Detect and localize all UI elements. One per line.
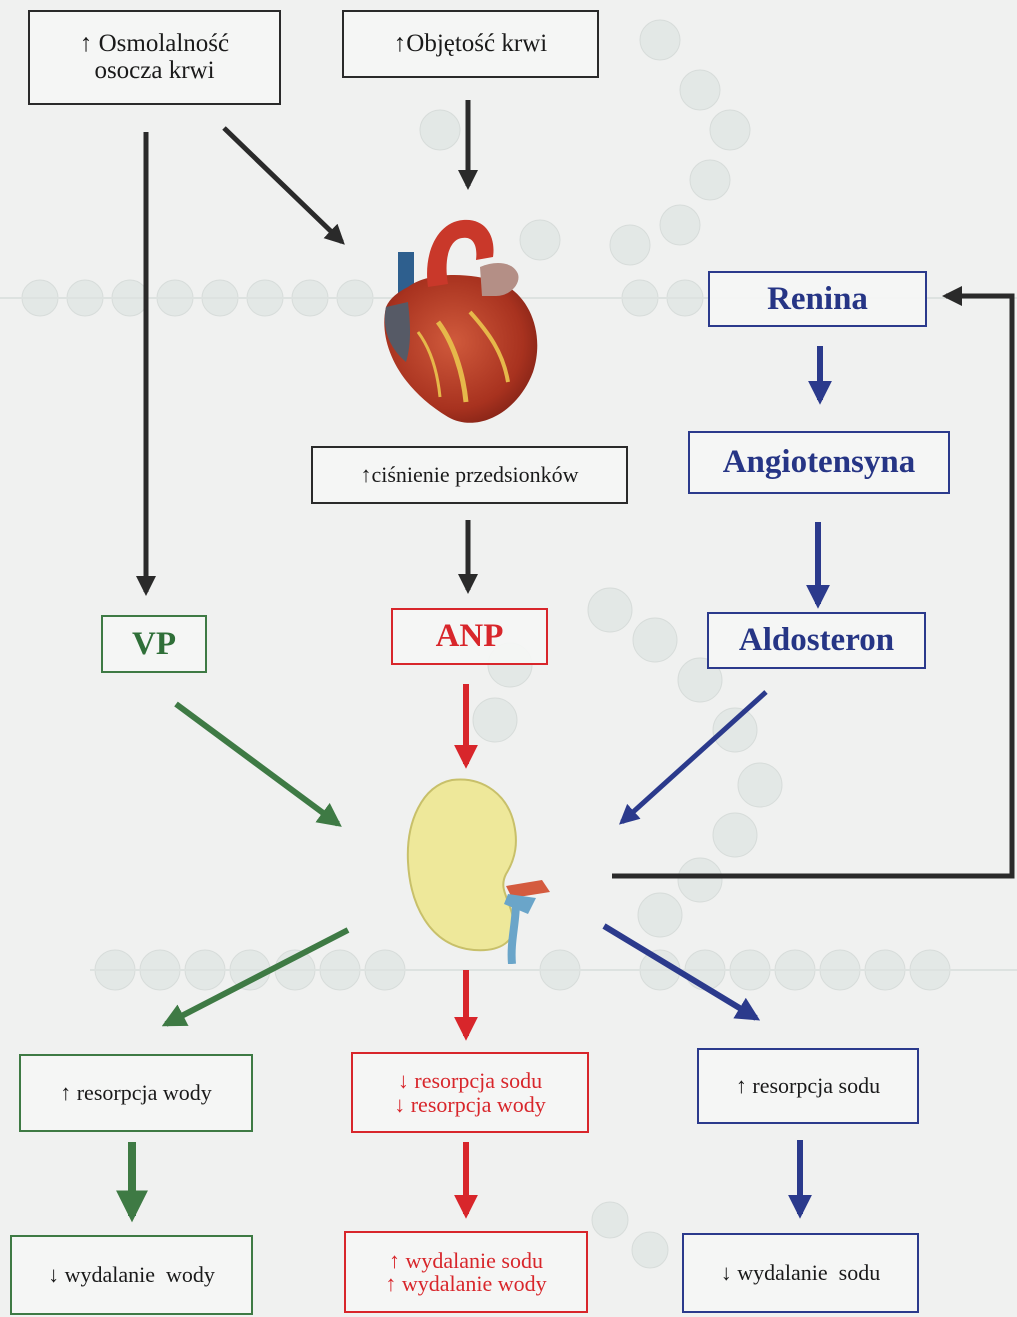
anp-excretion-line1: ↑ wydalanie sodu: [389, 1249, 543, 1272]
sodium-excretion-box: ↓ wydalanie sodu: [682, 1233, 919, 1313]
arrow-kidney-to-sodium-resorption: [604, 926, 756, 1018]
water-excretion-box: ↓ wydalanie wody: [10, 1235, 253, 1315]
water-resorption-label: ↑ resorpcja wody: [60, 1081, 212, 1104]
arrow-kidney-to-water-resorption: [166, 930, 348, 1024]
arrow-aldosterone-to-kidney: [622, 692, 766, 822]
anp-excretion-line2: ↑ wydalanie wody: [385, 1272, 546, 1295]
blood-volume-box: ↑Objętość krwi: [342, 10, 599, 78]
sodium-excretion-label: ↓ wydalanie sodu: [721, 1261, 880, 1284]
sodium-resorption-box: ↑ resorpcja sodu: [697, 1048, 919, 1124]
sodium-resorption-label: ↑ resorpcja sodu: [736, 1074, 880, 1097]
renin-label: Renina: [767, 282, 868, 317]
aldosterone-box: Aldosteron: [707, 612, 926, 669]
feedback-kidney-to-renin: [612, 296, 1012, 876]
renin-box: Renina: [708, 271, 927, 327]
arrow-vp-to-kidney: [176, 704, 338, 824]
anp-resorption-line2: ↓ resorpcja wody: [394, 1093, 546, 1116]
kidney-illustration: [404, 774, 564, 964]
vp-label: VP: [132, 627, 176, 662]
anp-resorption-box: ↓ resorpcja sodu ↓ resorpcja wody: [351, 1052, 589, 1133]
blood-volume-label: ↑Objętość krwi: [394, 31, 547, 57]
water-resorption-box: ↑ resorpcja wody: [19, 1054, 253, 1132]
water-excretion-label: ↓ wydalanie wody: [48, 1263, 215, 1286]
angiotensin-box: Angiotensyna: [688, 431, 950, 494]
osmolality-line2: osocza krwi: [94, 58, 214, 84]
vp-box: VP: [101, 615, 207, 673]
aldosterone-label: Aldosteron: [739, 623, 894, 658]
osmolality-box: ↑ Osmolalność osocza krwi: [28, 10, 281, 105]
atrial-pressure-label: ↑ciśnienie przedsionków: [360, 463, 578, 486]
arrow-osmolality-to-heart: [224, 128, 342, 242]
angiotensin-label: Angiotensyna: [723, 445, 916, 480]
anp-resorption-line1: ↓ resorpcja sodu: [398, 1069, 542, 1092]
heart-illustration: [378, 212, 548, 430]
atrial-pressure-box: ↑ciśnienie przedsionków: [311, 446, 628, 504]
anp-excretion-box: ↑ wydalanie sodu ↑ wydalanie wody: [344, 1231, 588, 1313]
anp-box: ANP: [391, 608, 548, 665]
anp-label: ANP: [436, 619, 504, 654]
osmolality-line1: ↑ Osmolalność: [80, 31, 229, 57]
